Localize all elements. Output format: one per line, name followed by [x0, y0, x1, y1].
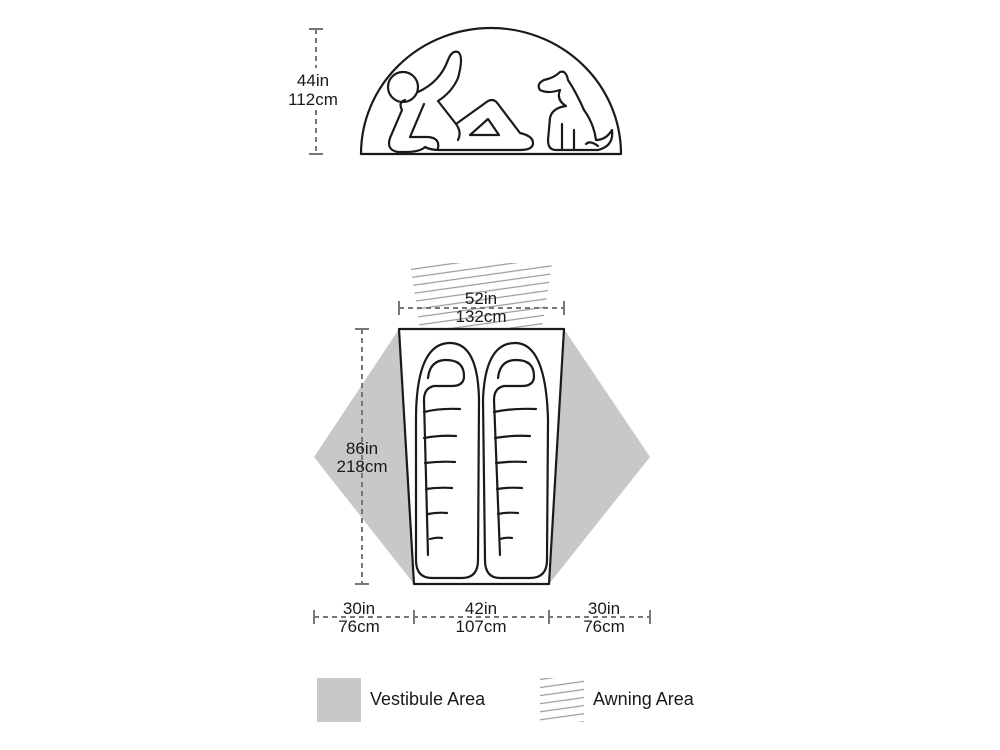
height-cm-label: 112cm: [288, 90, 338, 109]
vestibule-left: [314, 329, 414, 584]
right-vestibule-cm-label: 76cm: [583, 617, 625, 636]
length-cm-label: 218cm: [336, 457, 387, 476]
side-view: 44in 112cm: [283, 26, 623, 156]
right-vestibule-in-label: 30in: [588, 599, 620, 618]
awning-swatch: [540, 678, 584, 722]
length-in-label: 86in: [346, 439, 378, 458]
floor-plan: 52in 132cm 86in 218cm 30in 76cm 42in 107…: [313, 263, 651, 636]
tent-floor-outline: [397, 327, 566, 586]
left-vestibule-in-label: 30in: [343, 599, 375, 618]
vestibule-right: [549, 329, 650, 584]
awning-area: [410, 263, 552, 329]
floor-bottom-cm-label: 107cm: [455, 617, 506, 636]
width-top-in-label: 52in: [465, 289, 497, 308]
person-icon: [386, 50, 535, 154]
left-vestibule-cm-label: 76cm: [338, 617, 380, 636]
sleeping-bag-left: [414, 341, 481, 580]
tent-dome-outline: [359, 26, 623, 156]
width-top-cm-label: 132cm: [455, 307, 506, 326]
floor-bottom-in-label: 42in: [465, 599, 497, 618]
awning-legend-label: Awning Area: [593, 689, 695, 709]
vestibule-swatch: [317, 678, 361, 722]
sleeping-bag-right: [481, 341, 550, 580]
height-in-label: 44in: [297, 71, 329, 90]
legend: Vestibule Area Awning Area: [317, 678, 695, 722]
vestibule-legend-label: Vestibule Area: [370, 689, 486, 709]
dog-icon: [537, 70, 614, 152]
